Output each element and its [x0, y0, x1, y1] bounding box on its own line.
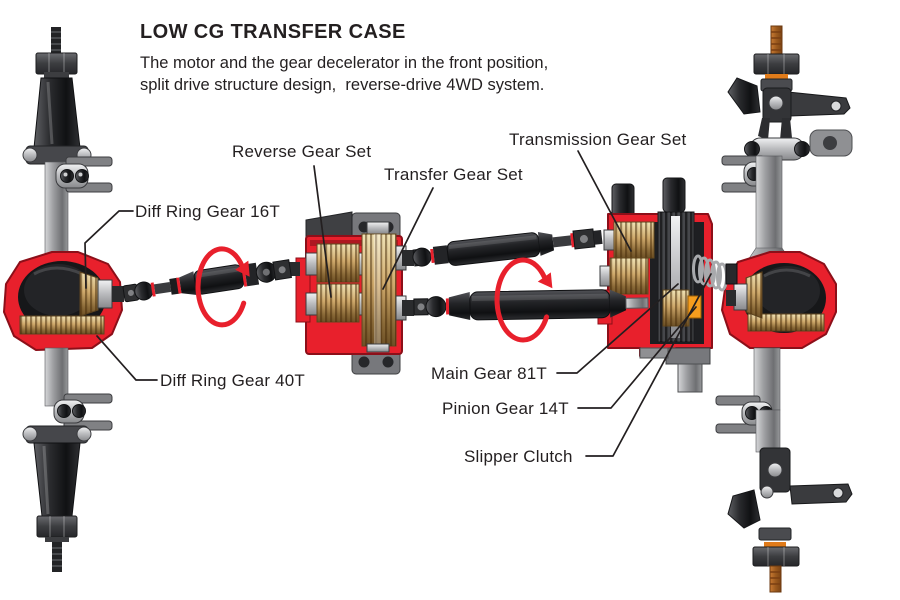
right-axle-assembly — [715, 25, 853, 593]
leader-main-gear-81t — [556, 283, 679, 374]
label-transfer-gear-set: Transfer Gear Set — [384, 165, 523, 184]
lower-drive-shaft — [413, 289, 649, 321]
right-top-nut — [753, 53, 800, 75]
left-top-stud — [51, 27, 61, 56]
leader-diff-ring-gear-16t — [84, 210, 134, 289]
left-axle-assembly — [3, 27, 124, 572]
right-bottom-nut — [752, 546, 800, 567]
subtitle-line-1: The motor and the gear decelerator in th… — [140, 54, 549, 72]
left-drive-shaft — [122, 259, 292, 303]
leader-pinion-gear-14t — [577, 306, 697, 409]
leader-transfer-gear-set — [382, 187, 434, 290]
leader-reverse-gear-set — [313, 165, 332, 298]
left-bottom-shock-body — [33, 442, 81, 517]
transmission-unit — [597, 177, 738, 393]
leader-slipper-clutch — [585, 273, 712, 457]
left-top-nut — [35, 52, 78, 75]
slipper-clutch-part — [692, 254, 728, 292]
upper-drive-shaft — [412, 228, 603, 267]
page-title: LOW CG TRANSFER CASE — [140, 21, 406, 43]
leader-diff-ring-gear-40t — [96, 335, 158, 381]
right-upper-tube — [755, 155, 783, 261]
label-slipper-clutch: Slipper Clutch — [464, 447, 573, 466]
leader-transmission-gear-set — [577, 150, 632, 252]
label-transmission-gear-set: Transmission Gear Set — [509, 130, 687, 149]
subtitle-line-2: split drive structure design, reverse-dr… — [140, 76, 545, 94]
left-bottom-stud — [52, 542, 62, 572]
transfer-gear-set-part — [361, 221, 397, 353]
right-lower-steering-arms — [727, 447, 853, 529]
label-reverse-gear-set: Reverse Gear Set — [232, 142, 372, 161]
label-main-gear-81t: Main Gear 81T — [431, 364, 547, 383]
left-top-shock-body — [33, 77, 81, 149]
transfer-case — [288, 211, 414, 375]
left-diff-housing — [3, 251, 124, 351]
label-diff-ring-gear-16t: Diff Ring Gear 16T — [135, 202, 281, 221]
right-bottom-stud — [769, 565, 782, 593]
right-top-stud — [770, 25, 783, 57]
label-pinion-gear-14t: Pinion Gear 14T — [442, 399, 569, 418]
transmission-gear-set-part — [599, 221, 655, 295]
left-bottom-nut — [36, 515, 78, 538]
rotation-arrow-left — [195, 246, 250, 328]
rotation-arrow-right — [494, 257, 553, 343]
right-diff-housing — [721, 251, 837, 349]
right-steering-arms — [727, 77, 851, 140]
subtitle: The motor and the gear decelerator in th… — [140, 52, 548, 96]
label-diff-ring-gear-40t: Diff Ring Gear 40T — [160, 371, 306, 390]
